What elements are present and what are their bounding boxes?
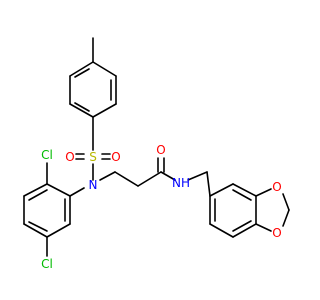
benzodioxole-ring: [209, 183, 257, 238]
dioxole-o-top-label: O: [272, 180, 281, 194]
dichlorophenyl-ring: [23, 162, 71, 257]
molecule-diagram: S O O N O NH Cl Cl O O: [23, 37, 290, 271]
molecule-structure-canvas: S O O N O NH Cl Cl O O: [23, 37, 290, 271]
dioxole-o-bottom-label: O: [272, 226, 281, 240]
amide-nh-label: NH: [172, 176, 190, 190]
cl-bottom-label: Cl: [41, 257, 53, 271]
sulfonamide-n-bonds: [69, 171, 116, 197]
acetamide-chain: [114, 157, 211, 197]
sulfonyl-s-label: S: [89, 150, 97, 164]
sulfonyl-o-left-label: O: [65, 150, 74, 164]
tolyl-ring: [69, 61, 117, 118]
sulfonyl-o-right-label: O: [111, 150, 120, 164]
dioxole-ring: [255, 188, 290, 232]
sulfonamide-n-label: N: [89, 178, 98, 192]
sulfonyl-bonds: [75, 116, 111, 181]
cl-top-label: Cl: [41, 148, 53, 162]
amide-o-label: O: [156, 143, 165, 157]
